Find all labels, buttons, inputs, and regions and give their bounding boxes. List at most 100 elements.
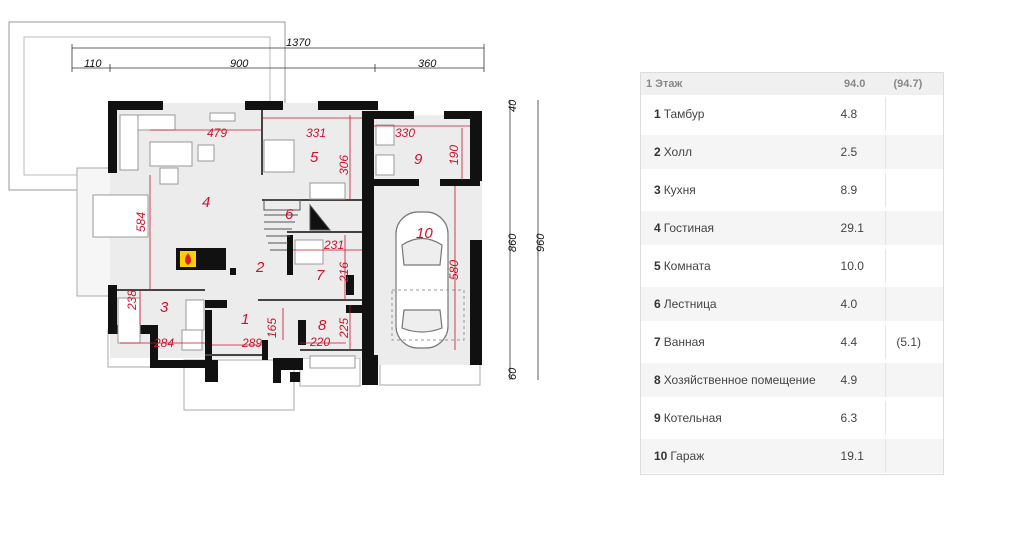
room-dim: 220 <box>309 335 330 349</box>
room-dim: 231 <box>323 238 344 252</box>
dim-height-860: 860 <box>507 233 519 252</box>
room-dim: 331 <box>306 126 326 140</box>
room-dim: 580 <box>447 260 461 280</box>
room-dim: 584 <box>134 212 148 232</box>
room-name: Тамбур <box>663 107 705 121</box>
room-dim: 190 <box>447 145 461 165</box>
room-area-alt <box>886 97 943 131</box>
stairs <box>263 199 332 251</box>
dim-left-110: 110 <box>84 58 102 70</box>
room-name: Холл <box>663 145 692 159</box>
room-num: 10 <box>654 449 668 463</box>
dim-right-360: 360 <box>418 58 437 70</box>
room-num: 9 <box>654 411 661 425</box>
room-area-alt <box>886 363 943 397</box>
room-dim: 216 <box>337 262 351 283</box>
furniture <box>92 112 395 369</box>
room-num: 5 <box>654 259 661 273</box>
room-num: 2 <box>654 145 661 159</box>
floor-area: 94.0 <box>844 78 866 90</box>
floor-title: 1 Этаж <box>646 78 683 90</box>
room-area: 4.8 <box>830 97 887 131</box>
room-area-alt: (5.1) <box>896 335 922 349</box>
room-area: 10.0 <box>830 249 887 283</box>
room-name: Ванная <box>663 335 705 349</box>
dim-mid-900: 900 <box>230 58 249 70</box>
room-area: 6.3 <box>830 401 887 435</box>
room-number: 8 <box>318 317 327 334</box>
flame-icon <box>184 253 192 265</box>
room-number: 1 <box>241 311 249 328</box>
room-area: 4.0 <box>829 287 887 321</box>
room-dim: 306 <box>337 155 351 175</box>
room-name: Гараж <box>670 449 705 463</box>
room-area: 8.9 <box>830 173 887 207</box>
room-name: Комната <box>663 259 711 273</box>
room-area-alt <box>886 249 943 283</box>
room-dim: 284 <box>153 336 174 350</box>
garage-door-line <box>391 289 465 341</box>
room-name: Хозяйственное помещение <box>663 373 816 387</box>
room-dim: 238 <box>125 290 139 311</box>
room-dim: 479 <box>207 126 227 140</box>
interior-walls <box>117 110 362 356</box>
room-area: 19.1 <box>829 439 887 473</box>
room-area-alt <box>886 135 943 169</box>
room-area-alt <box>886 173 943 207</box>
room-num: 7 <box>654 335 661 349</box>
room-area-alt <box>886 439 943 473</box>
room-num: 1 <box>654 107 661 121</box>
area-table-header: 1 Этаж 94.0 (94.7) <box>641 73 943 95</box>
floor-area-alt: (94.7) <box>893 78 923 90</box>
room-num: 3 <box>654 183 661 197</box>
dim-bottom-60: 60 <box>507 367 519 380</box>
car-icon <box>395 211 449 349</box>
room-num: 6 <box>654 297 661 311</box>
room-number: 5 <box>310 149 319 166</box>
room-name: Гостиная <box>663 221 715 235</box>
room-number: 4 <box>202 194 210 211</box>
red-dimension-lines <box>120 115 470 350</box>
dim-total-width: 1370 <box>286 37 311 49</box>
room-area: 4.4 <box>830 325 887 359</box>
room-area-alt <box>886 401 943 435</box>
room-num: 8 <box>654 373 661 387</box>
room-number: 9 <box>414 151 423 168</box>
room-dim: 165 <box>265 318 279 338</box>
dim-top-40: 40 <box>507 99 519 112</box>
room-name: Кухня <box>663 183 696 197</box>
room-name: Котельная <box>663 411 722 425</box>
room-area-alt <box>886 287 943 321</box>
dimension-lines <box>71 44 539 380</box>
room-area: 4.9 <box>829 363 887 397</box>
room-dim: 330 <box>395 126 415 140</box>
floor-plan: 1370 110 900 360 860 960 40 60 479 331 3… <box>8 21 547 411</box>
room-name: Лестница <box>663 297 717 311</box>
room-area-alt <box>886 211 943 245</box>
dim-height-960: 960 <box>535 233 547 252</box>
room-number: 10 <box>416 225 433 242</box>
room-num: 4 <box>654 221 661 235</box>
room-area: 29.1 <box>829 211 887 245</box>
room-number: 2 <box>255 259 265 276</box>
